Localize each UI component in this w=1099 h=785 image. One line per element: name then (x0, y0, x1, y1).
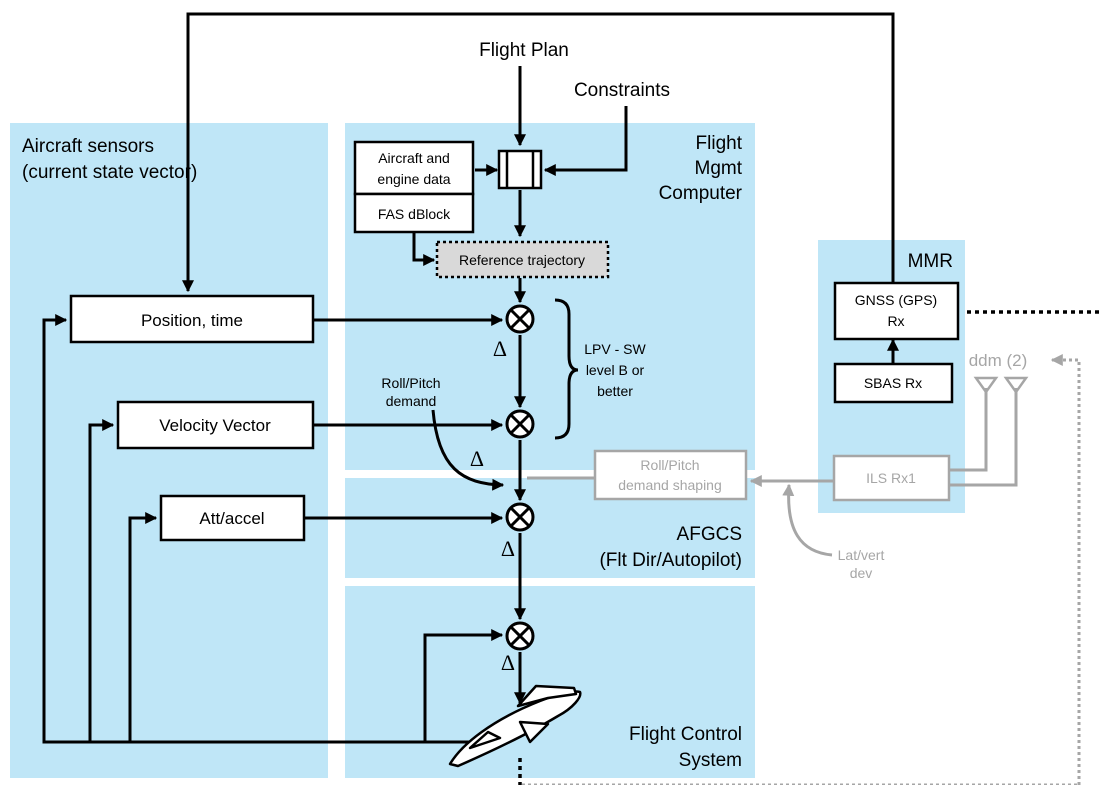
reference-trajectory-label: Reference trajectory (459, 252, 585, 268)
fcs-title-line2: System (679, 750, 742, 771)
lpv-brace (554, 298, 579, 440)
position-time-box (69, 294, 315, 344)
constraints-label: Constraints (574, 80, 670, 101)
lpv-line2: level B or (586, 362, 645, 378)
flight-control-system-panel (345, 586, 755, 778)
gnss-line2: Rx (887, 313, 904, 329)
att-accel-label: Att/accel (199, 509, 264, 528)
delta-4: Δ (501, 650, 515, 675)
aircraft-sensors-panel (10, 123, 328, 778)
latvert-line2: dev (850, 565, 873, 581)
velocity-vector-label: Velocity Vector (159, 416, 271, 435)
rollpitch-demand-line1: Roll/Pitch (381, 375, 440, 391)
summing-junction-2-icon (505, 409, 535, 439)
aircraft-to-sum4-wire (423, 629, 504, 742)
constraints-wire (543, 106, 628, 176)
sbas-label: SBAS Rx (864, 375, 922, 391)
rollpitch-demand-line2: demand (386, 393, 437, 409)
fas-dblock-label: FAS dBlock (378, 206, 451, 222)
att-feedback-wire (128, 512, 158, 742)
mmr-title: MMR (908, 251, 953, 272)
lpv-line1: LPV - SW (584, 341, 646, 357)
ils-label: ILS Rx1 (866, 470, 916, 486)
rollpitch-shaping-box (593, 449, 748, 501)
antenna-to-ils-wire (950, 388, 1018, 487)
fmc-title-line3: Computer (659, 183, 743, 204)
summing-junction-3-icon (505, 502, 535, 532)
antenna-2-icon (1003, 376, 1029, 395)
gnss-rx-box (833, 281, 960, 341)
gnss-feedback-wire (182, 12, 895, 293)
reference-trajectory-box (435, 240, 610, 279)
ddm-label: ddm (2) (969, 351, 1028, 370)
fas-dblock-box (353, 192, 475, 234)
latvert-dev-arrow (782, 483, 833, 557)
afgcs-title-line2: (Flt Dir/Autopilot) (599, 550, 742, 571)
aircraft-icon (448, 684, 582, 768)
summing-junction-4-icon (505, 621, 535, 651)
delta-3: Δ (501, 536, 515, 561)
sensors-title-line2: (current state vector) (22, 162, 197, 183)
sensors-title-line1: Aircraft sensors (22, 136, 154, 157)
summing-junction-1-icon (505, 304, 535, 334)
rollpitch-demand-curve (431, 409, 505, 491)
ils-rx1-box (832, 454, 951, 502)
fas-to-ref-wire (412, 232, 436, 266)
delta-1: Δ (493, 336, 507, 361)
flight-plan-label: Flight Plan (479, 40, 569, 61)
rollpitch-shaping-line1: Roll/Pitch (640, 457, 699, 473)
ddm-dotted-line (1050, 354, 1081, 785)
velocity-vector-box (116, 400, 315, 450)
afgcs-title-line1: AFGCS (677, 524, 742, 545)
fcs-title-line1: Flight Control (629, 724, 742, 745)
aircraft-feedback-bus (42, 314, 478, 744)
aircraft-engine-line2: engine data (377, 171, 450, 187)
sbas-rx-box (833, 362, 954, 404)
velocity-feedback-wire (88, 419, 115, 742)
lpv-line3: better (597, 383, 633, 399)
latvert-line1: Lat/vert (838, 547, 885, 563)
flight-plan-mux-icon (497, 149, 543, 190)
rollpitch-shaping-line2: demand shaping (618, 477, 722, 493)
position-time-label: Position, time (141, 311, 243, 330)
att-accel-box (159, 494, 306, 542)
fmc-title-line2: Mgmt (695, 158, 743, 179)
antenna-1-icon (973, 376, 999, 395)
delta-2: Δ (470, 446, 484, 471)
aircraft-engine-line1: Aircraft and (378, 150, 450, 166)
gnss-line1: GNSS (GPS) (855, 292, 937, 308)
fmc-title-line1: Flight (696, 133, 743, 154)
